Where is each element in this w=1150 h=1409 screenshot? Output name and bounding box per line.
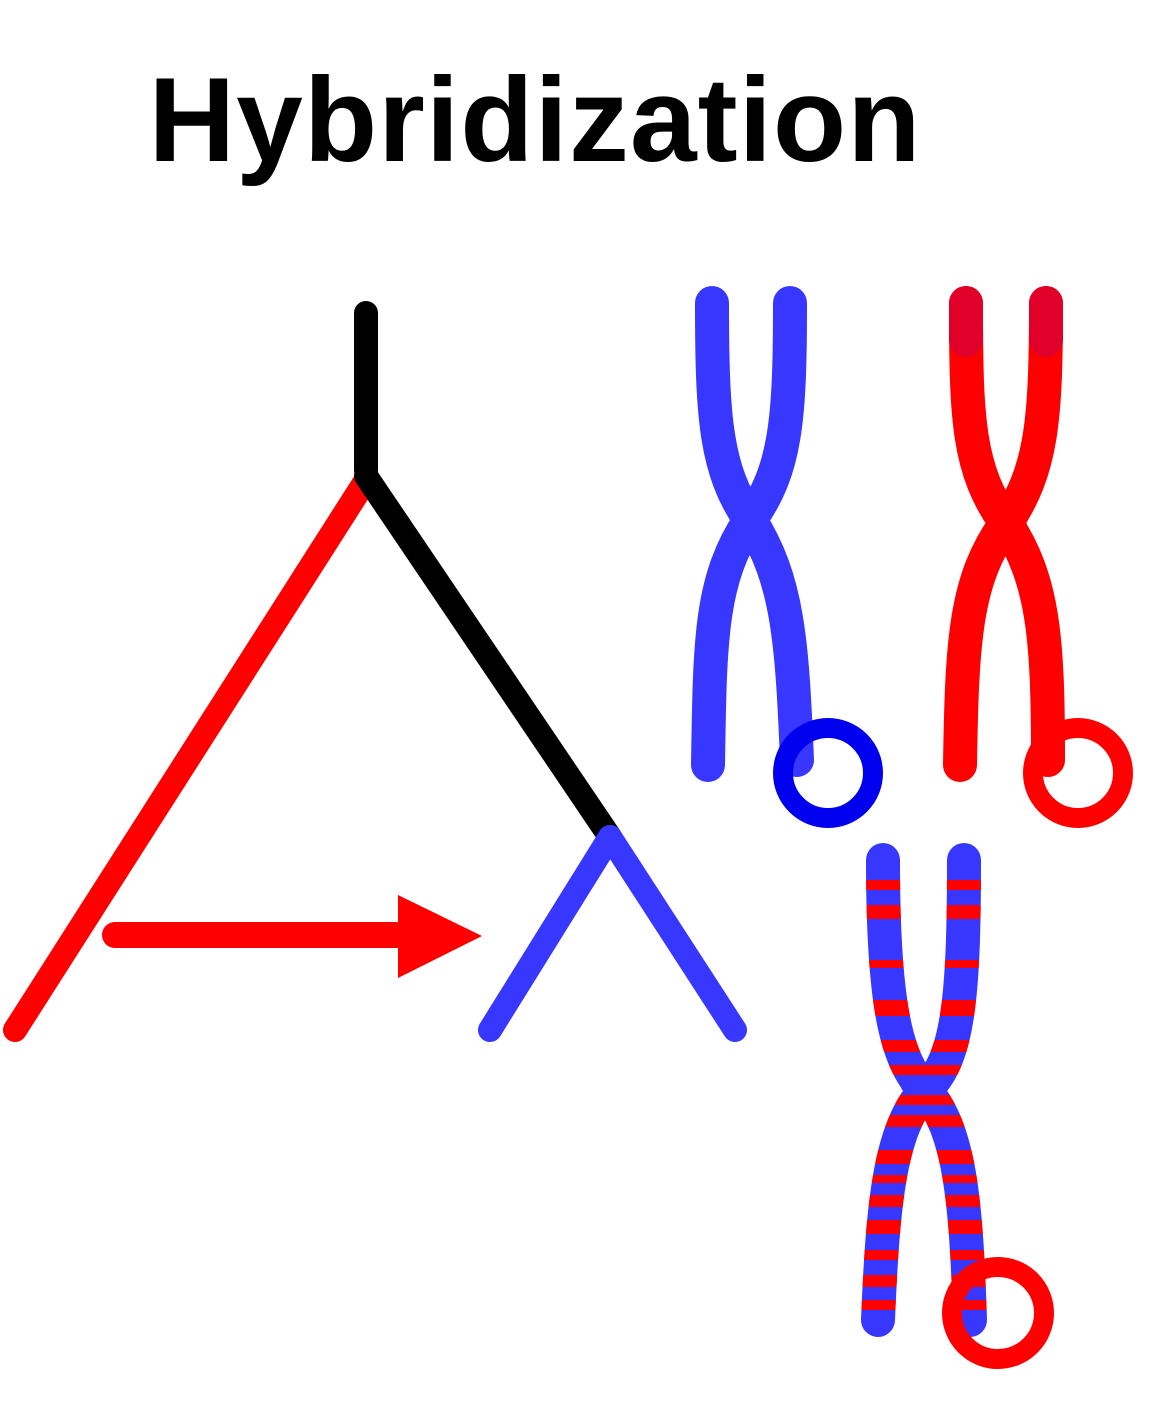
blue-chromosome-loop (773, 718, 883, 828)
red-chromosome-loop (1023, 718, 1133, 828)
hybridization-arrow-head (398, 895, 482, 978)
hybrid-chromosome (861, 843, 1054, 1369)
blue-child-left (478, 825, 622, 1042)
left-lineage (3, 468, 378, 1042)
right-lineage (354, 464, 622, 849)
phylogenetic-tree (3, 301, 747, 1042)
red-chromosome (943, 286, 1133, 828)
diagram-title: Hybridization (148, 53, 922, 187)
blue-child-right (598, 825, 747, 1042)
blue-chromosome (691, 286, 883, 828)
hybrid-chromosome-loop (942, 1257, 1054, 1369)
